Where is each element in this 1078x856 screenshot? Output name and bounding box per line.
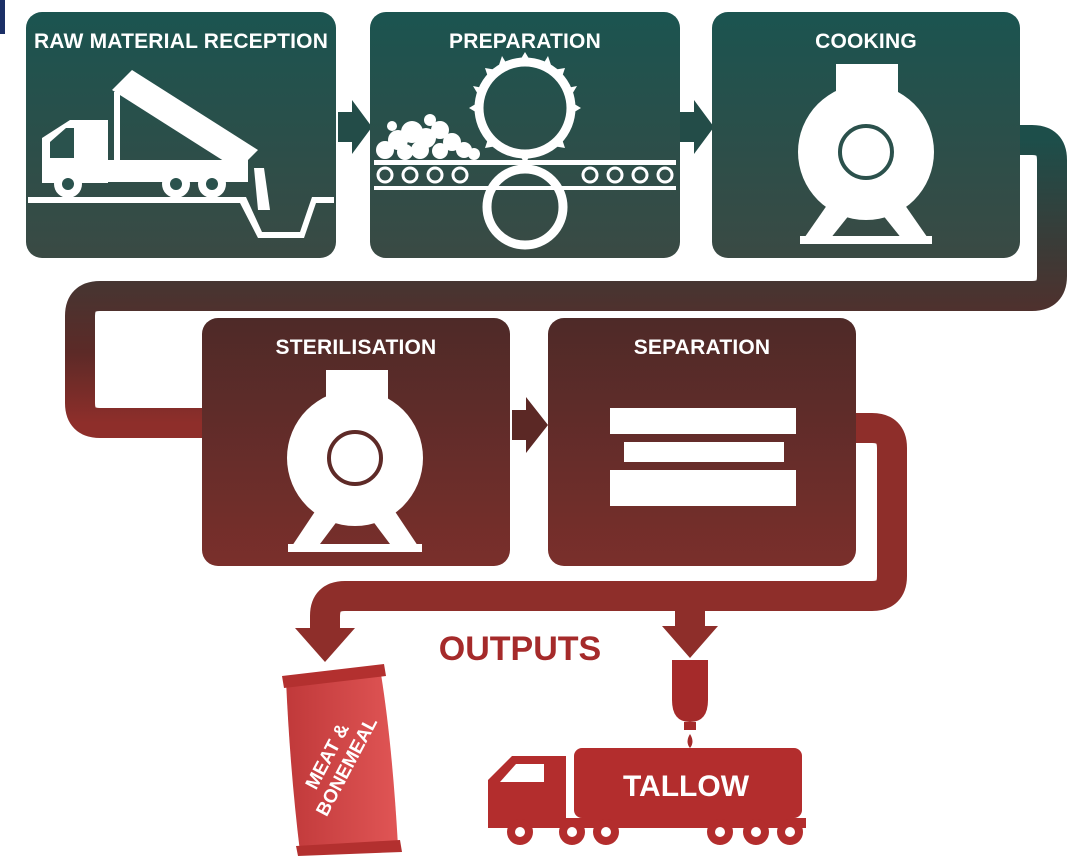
cooker-vessel-icon: [798, 64, 934, 244]
sterilizer-vessel-icon: [287, 370, 423, 552]
connector-to-tallow: [675, 581, 706, 630]
stage-title: PREPARATION: [449, 30, 601, 53]
tanker-truck-icon: [488, 748, 806, 845]
arrow-to-meal: [295, 628, 355, 662]
stage-separation: SEPARATION: [548, 318, 856, 566]
bag-icon: [286, 668, 398, 852]
flow-arrows: [295, 100, 718, 662]
crusher-rollers-icon: [374, 52, 676, 250]
material-pile: [376, 114, 480, 160]
stage-cooking: COOKING: [712, 12, 1020, 258]
connector-separation-to-outputs: [310, 413, 907, 631]
tallow-output: TALLOW: [488, 660, 806, 845]
stage-box: [370, 12, 680, 258]
stage-title: RAW MATERIAL RECEPTION: [34, 30, 328, 53]
dump-truck-icon: [28, 70, 334, 238]
arrow-preparation-to-cooking: [680, 100, 714, 154]
flow-connectors: [65, 125, 1067, 631]
pipe-nozzle-icon: [672, 660, 708, 748]
tallow-label: TALLOW: [623, 770, 750, 803]
arrow-to-tallow: [662, 626, 718, 658]
corner-marker: [0, 0, 5, 34]
separator-layers-icon: [610, 408, 796, 506]
stage-raw-material-reception: RAW MATERIAL RECEPTION: [26, 12, 336, 258]
stage-title: SEPARATION: [634, 336, 771, 359]
connector-cooking-to-sterilisation: [65, 125, 1067, 438]
stage-preparation: PREPARATION: [370, 12, 680, 258]
arrow-sterilisation-to-separation: [512, 397, 548, 453]
stage-title: STERILISATION: [276, 336, 437, 359]
stage-title: COOKING: [815, 30, 917, 53]
arrow-reception-to-preparation: [338, 100, 372, 154]
outputs-title: OUTPUTS: [439, 630, 601, 668]
stage-sterilisation: STERILISATION: [202, 318, 510, 566]
meat-bonemeal-bag: MEAT & BONEMEAL: [282, 664, 402, 856]
